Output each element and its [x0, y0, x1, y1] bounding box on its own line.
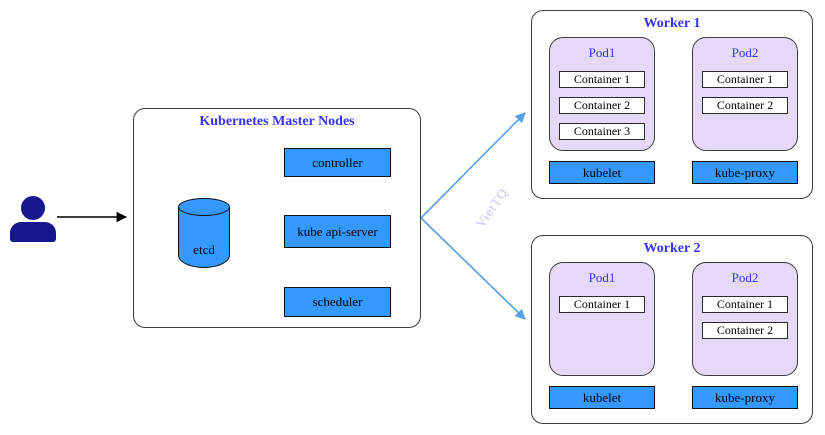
user-icon: [10, 194, 56, 242]
scheduler-node: scheduler: [284, 287, 391, 317]
kube-api-server-node: kube api-server: [284, 215, 391, 248]
master-to-worker1-arrow: [420, 112, 526, 219]
etcd-node: etcd: [178, 198, 230, 268]
worker1-pod1-title: Pod1: [588, 45, 616, 60]
etcd-cylinder-top: [178, 198, 230, 216]
worker1-box: Worker 1 Pod1 Container 1 Container 2 Co…: [531, 10, 813, 199]
worker1-title: Worker 1: [643, 16, 701, 31]
master-to-worker2-arrow: [420, 217, 526, 320]
container-box: Container 2: [702, 322, 788, 339]
worker1-pod2: Pod2 Container 1 Container 2: [692, 37, 798, 151]
worker1-pod1: Pod1 Container 1 Container 2 Container 3: [549, 37, 655, 151]
container-box: Container 2: [702, 97, 788, 114]
worker2-pod2-title: Pod2: [731, 270, 759, 285]
container-box: Container 1: [702, 71, 788, 88]
container-box: Container 1: [702, 296, 788, 313]
user-head-icon: [21, 196, 45, 220]
worker1-pod2-title: Pod2: [731, 45, 759, 60]
worker1-kubelet-node: kubelet: [549, 161, 655, 184]
controller-node: controller: [284, 148, 391, 177]
master-nodes-box: Kubernetes Master Nodes etcd controller …: [133, 108, 421, 328]
etcd-cylinder-body: [178, 207, 230, 268]
worker2-pod1-title: Pod1: [588, 270, 616, 285]
worker2-box: Worker 2 Pod1 Container 1 Pod2 Container…: [531, 235, 813, 424]
container-box: Container 1: [559, 71, 645, 88]
watermark: VietTQ: [473, 185, 511, 230]
worker2-pod1: Pod1 Container 1: [549, 262, 655, 376]
container-box: Container 1: [559, 296, 645, 313]
etcd-label: etcd: [193, 242, 215, 257]
container-box: Container 3: [559, 123, 645, 140]
master-title: Kubernetes Master Nodes: [199, 114, 355, 129]
worker2-title: Worker 2: [643, 241, 701, 256]
worker1-kube-proxy-node: kube-proxy: [692, 161, 798, 184]
worker2-kube-proxy-node: kube-proxy: [692, 386, 798, 409]
worker2-pod2: Pod2 Container 1 Container 2: [692, 262, 798, 376]
container-box: Container 2: [559, 97, 645, 114]
user-body-icon: [10, 222, 56, 242]
worker2-kubelet-node: kubelet: [549, 386, 655, 409]
